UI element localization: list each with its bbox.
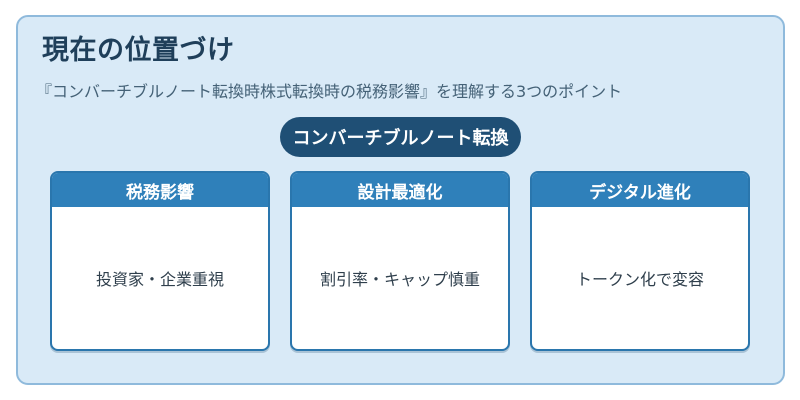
card-body: 投資家・企業重視 [95, 270, 224, 289]
central-topic-label: コンバーチブルノート転換 [292, 128, 509, 149]
card-header: デジタル進化 [532, 173, 748, 207]
card-header: 税務影響 [52, 173, 268, 207]
card-body: トークン化で変容 [575, 270, 704, 289]
page-subtitle: 『コンバーチブルノート転換時株式転換時の税務影響』を理解する3つのポイント [36, 82, 623, 101]
point-card-design-optimization: 設計最適化 割引率・キャップ慎重 [290, 171, 510, 351]
card-body: 割引率・キャップ慎重 [319, 270, 480, 289]
point-card-digital-evolution: デジタル進化 トークン化で変容 [530, 171, 750, 351]
point-card-tax-impact: 税務影響 投資家・企業重視 [50, 171, 270, 351]
central-topic-pill: コンバーチブルノート転換 [280, 117, 521, 157]
card-header: 設計最適化 [292, 173, 508, 207]
page-title: 現在の位置づけ [42, 35, 235, 66]
